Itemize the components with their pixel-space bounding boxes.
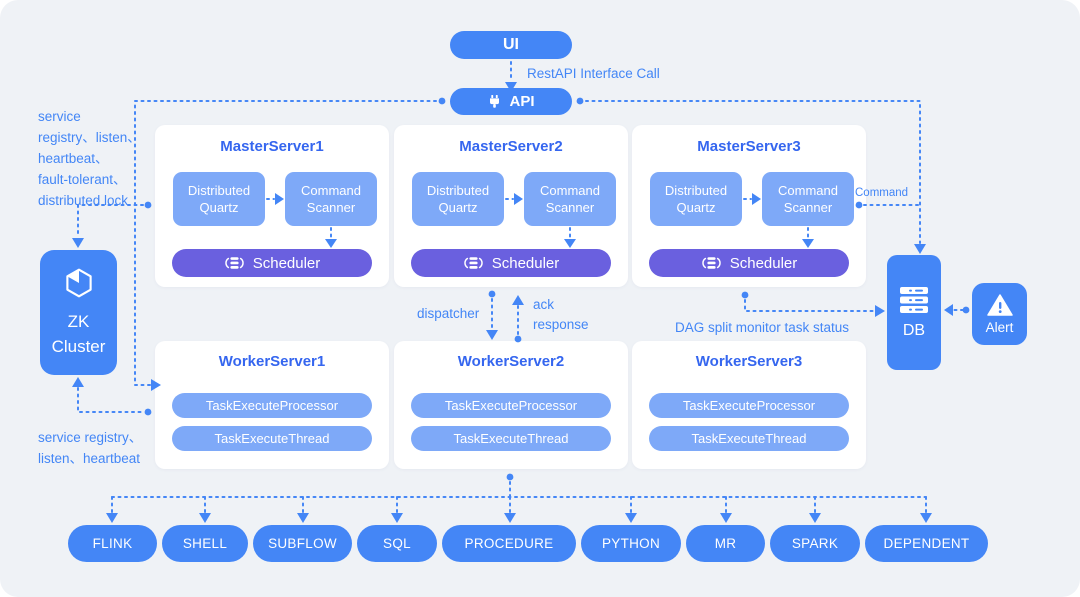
command-scanner-box: Command Scanner: [524, 172, 616, 226]
task-execute-processor-pill: TaskExecuteProcessor: [411, 393, 611, 418]
usb-plug-icon: [487, 94, 502, 109]
worker-server-3-title: WorkerServer3: [695, 353, 803, 370]
master-server-3-title: MasterServer3: [697, 138, 801, 155]
task-execute-processor-pill: TaskExecuteProcessor: [649, 393, 849, 418]
task-execute-thread-pill: TaskExecuteThread: [649, 426, 849, 451]
api-label: API: [509, 93, 535, 110]
scheduler-stack-icon: [224, 255, 245, 271]
annotation-line: listen、heartbeat: [38, 451, 141, 466]
master-zk-annotation: service registry、listen、 heartbeat、 faul…: [38, 106, 141, 211]
alert-node: Alert: [972, 283, 1027, 345]
dispatcher-edge-label: dispatcher: [417, 306, 480, 321]
distributed-quartz-box: Distributed Quartz: [173, 172, 265, 226]
scheduler-label: Scheduler: [252, 254, 321, 272]
scheduler-pill: Scheduler: [649, 249, 849, 277]
annotation-line: fault-tolerant、: [38, 172, 127, 187]
scheduler-label: Scheduler: [491, 254, 560, 272]
scheduler-stack-icon: [463, 255, 484, 271]
scheduler-label: Scheduler: [729, 254, 798, 272]
db-label: DB: [902, 321, 926, 339]
worker-zk-annotation: service registry、 listen、heartbeat: [38, 427, 142, 469]
command-edge-label: Command: [855, 187, 909, 199]
worker-server-1-title: WorkerServer1: [218, 353, 326, 370]
alert-warning-icon: [986, 293, 1013, 316]
task-pill-flink: FLINK: [68, 525, 157, 562]
task-execute-processor-pill: TaskExecuteProcessor: [172, 393, 372, 418]
zk-label-line2: Cluster: [51, 337, 106, 356]
cube-icon: [62, 266, 96, 300]
worker-server-1-card: WorkerServer1 TaskExecuteProcessor TaskE…: [155, 341, 389, 469]
task-pill-spark: SPARK: [770, 525, 860, 562]
worker-server-3-card: WorkerServer3 TaskExecuteProcessor TaskE…: [632, 341, 866, 469]
worker-server-2-card: WorkerServer2 TaskExecuteProcessor TaskE…: [394, 341, 628, 469]
task-pill-procedure: PROCEDURE: [442, 525, 576, 562]
dag-edge-label: DAG split monitor task status: [675, 320, 850, 335]
distributed-quartz-box: Distributed Quartz: [412, 172, 504, 226]
distributed-quartz-box: Distributed Quartz: [650, 172, 742, 226]
annotation-line: service registry、: [38, 430, 143, 445]
master-server-3-card: MasterServer3 Distributed Quartz Command…: [632, 125, 866, 287]
annotation-line: service: [38, 109, 81, 124]
scheduler-stack-icon: [701, 255, 722, 271]
annotation-line: distributed lock: [38, 193, 129, 208]
task-execute-thread-pill: TaskExecuteThread: [172, 426, 372, 451]
annotation-line: heartbeat、: [38, 151, 109, 166]
annotation-line: registry、listen、: [38, 130, 141, 145]
annotation-line: response: [533, 317, 589, 332]
command-scanner-box: Command Scanner: [762, 172, 854, 226]
api-node: API: [450, 88, 572, 115]
db-node: DB: [887, 255, 941, 370]
task-pill-sql: SQL: [357, 525, 437, 562]
master-server-2-card: MasterServer2 Distributed Quartz Command…: [394, 125, 628, 287]
ack-response-edge-label: ack response: [533, 295, 589, 335]
worker-server-2-title: WorkerServer2: [457, 353, 565, 370]
database-server-icon: [899, 286, 929, 314]
task-execute-thread-pill: TaskExecuteThread: [411, 426, 611, 451]
master-server-1-title: MasterServer1: [220, 138, 324, 155]
scheduler-pill: Scheduler: [411, 249, 611, 277]
restapi-edge-label: RestAPI Interface Call: [527, 66, 660, 81]
task-pill-python: PYTHON: [581, 525, 681, 562]
alert-label: Alert: [985, 319, 1014, 335]
task-pill-subflow: SUBFLOW: [253, 525, 352, 562]
ui-node: UI: [450, 31, 572, 59]
master-server-2-title: MasterServer2: [459, 138, 563, 155]
master-server-1-card: MasterServer1 Distributed Quartz Command…: [155, 125, 389, 287]
ui-label: UI: [503, 36, 519, 53]
task-pill-dependent: DEPENDENT: [865, 525, 988, 562]
annotation-line: ack: [533, 297, 555, 312]
command-scanner-box: Command Scanner: [285, 172, 377, 226]
scheduler-pill: Scheduler: [172, 249, 372, 277]
zk-label-line1: ZK: [67, 312, 90, 331]
task-pill-shell: SHELL: [162, 525, 248, 562]
task-pill-mr: MR: [686, 525, 765, 562]
zk-cluster-node: ZK Cluster: [40, 250, 117, 375]
